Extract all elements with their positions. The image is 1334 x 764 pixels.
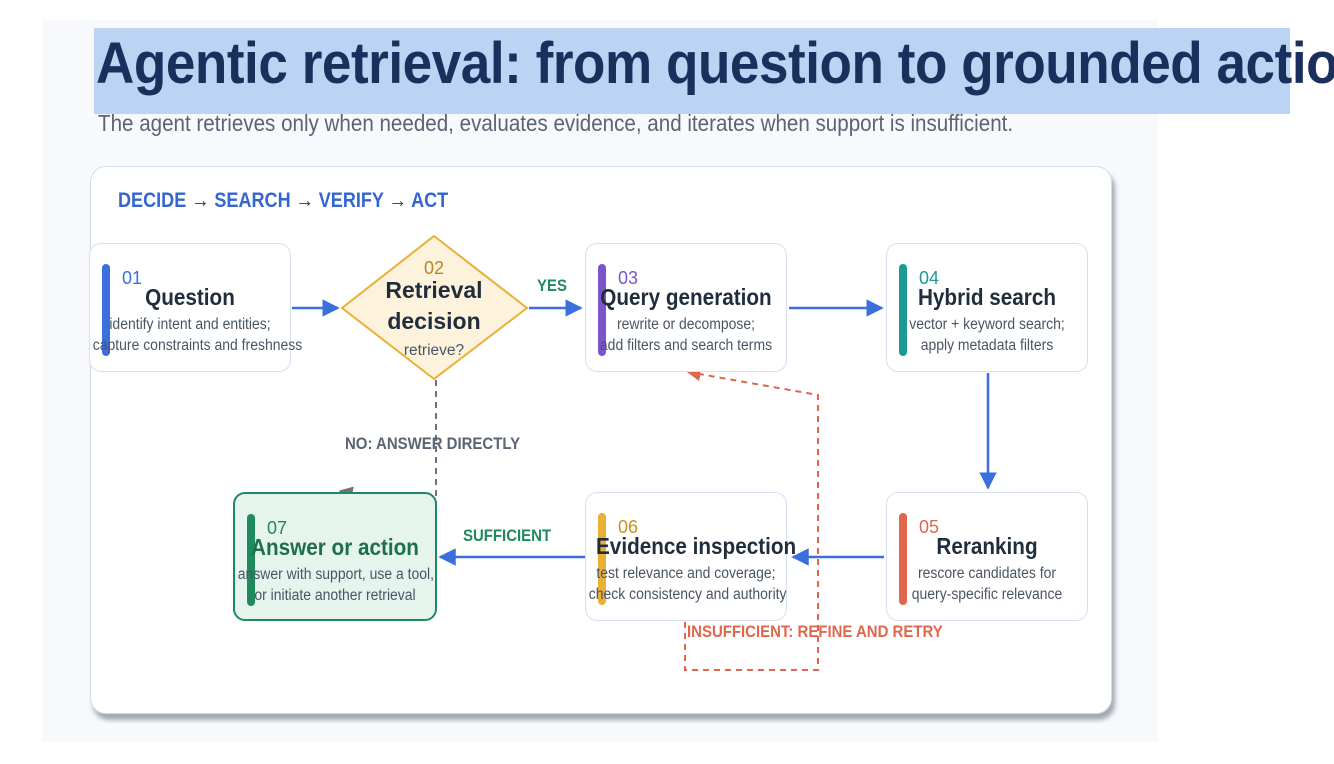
node-title: Query generation: [600, 284, 772, 310]
edge-label-no-answer-directly: NO: ANSWER DIRECTLY: [345, 434, 521, 453]
step-verify: VERIFY: [318, 189, 384, 212]
decision-title: Retrieval decision: [374, 275, 494, 337]
node-description-line: vector + keyword search;: [909, 316, 1065, 333]
node-title: Reranking: [936, 533, 1038, 559]
page-subtitle: The agent retrieves only when needed, ev…: [98, 110, 1014, 136]
node-description: rewrite or decompose; add filters and se…: [589, 314, 783, 356]
node-reranking: 05 Reranking rescore candidates for quer…: [886, 492, 1088, 621]
steps-header: DECIDE → SEARCH → VERIFY → ACT: [118, 189, 448, 213]
step-arrow: →: [191, 189, 210, 212]
node-description-line: check consistency and authority: [588, 586, 787, 603]
step-number: 06: [618, 517, 639, 537]
node-description-line: capture constraints and freshness: [92, 337, 303, 354]
node-hybrid-search: 04 Hybrid search vector + keyword search…: [886, 243, 1088, 372]
node-accent-bar: [598, 264, 606, 356]
step-act: ACT: [411, 189, 449, 212]
node-title: Hybrid search: [917, 284, 1057, 310]
node-description: vector + keyword search; apply metadata …: [890, 314, 1084, 356]
node-description-line: test relevance and coverage;: [596, 565, 776, 582]
node-description-line: rescore candidates for: [917, 565, 1057, 582]
node-accent-bar: [899, 264, 907, 356]
node-description-line: rewrite or decompose;: [616, 316, 756, 333]
node-description-line: query-specific relevance: [911, 586, 1063, 603]
edge-label-yes: YES: [537, 276, 567, 295]
page-title: Agentic retrieval: from question to grou…: [96, 31, 1334, 96]
node-description: identify intent and entities; capture co…: [92, 314, 303, 356]
step-number: 07: [267, 518, 288, 538]
node-answer-or-action: 07 Answer or action answer with support,…: [233, 492, 437, 621]
edge-label-sufficient: SUFFICIENT: [463, 526, 552, 545]
node-accent-bar: [598, 513, 606, 605]
node-description-line: add filters and search terms: [599, 337, 773, 354]
step-number: 05: [919, 517, 940, 537]
node-description-line: answer with support, use a tool,: [237, 566, 434, 583]
step-search: SEARCH: [214, 189, 291, 212]
node-description: test relevance and coverage; check consi…: [588, 563, 787, 605]
node-accent-bar: [899, 513, 907, 605]
step-arrow: →: [295, 189, 314, 212]
step-arrow: →: [388, 189, 407, 212]
node-title: Evidence inspection: [596, 533, 797, 559]
node-evidence-inspection: 06 Evidence inspection test relevance an…: [585, 492, 797, 621]
node-query-generation: 03 Query generation rewrite or decompose…: [585, 243, 787, 372]
node-description-line: or initiate another retrieval: [254, 587, 416, 604]
step-number: 01: [122, 268, 143, 288]
decision-title-line: decision: [387, 308, 481, 334]
node-description-line: apply metadata filters: [920, 337, 1054, 354]
node-description: rescore candidates for query-specific re…: [890, 563, 1084, 605]
edge-refine-and-retry: [684, 367, 819, 671]
step-number: 04: [919, 268, 940, 288]
node-description: answer with support, use a tool, or init…: [237, 564, 434, 606]
step-decide: DECIDE: [118, 189, 187, 212]
decision-description: retrieve?: [403, 342, 465, 359]
node-title: Answer or action: [251, 534, 419, 560]
node-description-line: identify intent and entities;: [109, 316, 271, 333]
node-question: 01 Question identify intent and entities…: [89, 243, 303, 372]
decision-title-line: Retrieval: [385, 277, 483, 303]
node-accent-bar: [247, 514, 255, 606]
decision-diamond: [340, 234, 529, 381]
node-title: Question: [145, 284, 235, 310]
step-number: 03: [618, 268, 639, 288]
title-selection-highlight: [94, 28, 1290, 114]
edge-label-insufficient: INSUFFICIENT: REFINE AND RETRY: [687, 622, 943, 641]
node-accent-bar: [102, 264, 110, 356]
step-number: 02: [424, 258, 445, 278]
